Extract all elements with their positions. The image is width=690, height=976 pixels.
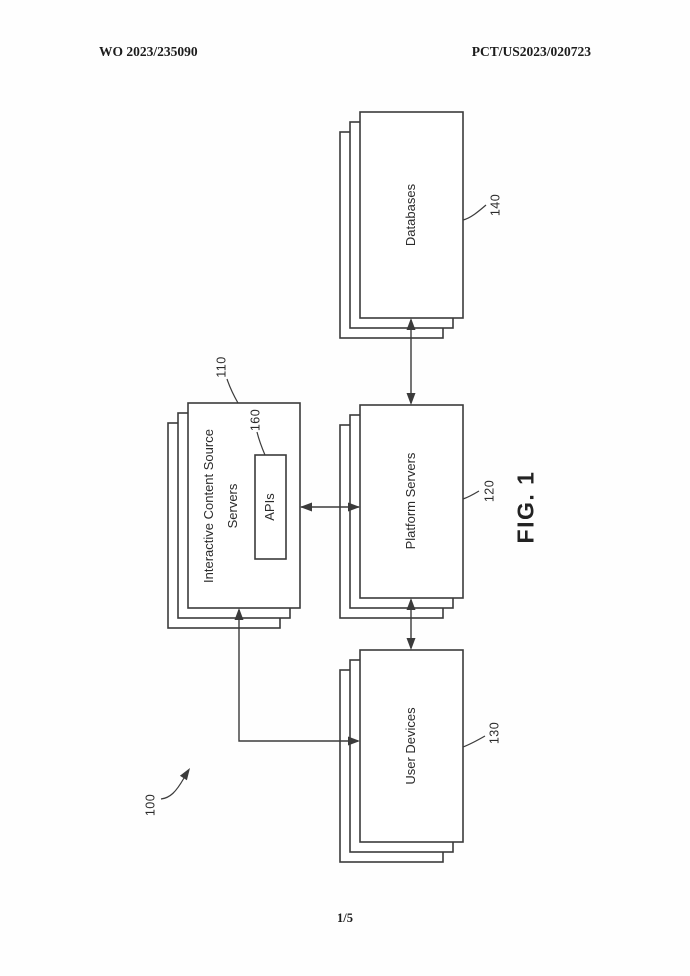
arrowhead-right	[348, 736, 360, 746]
leader-line-130	[462, 735, 486, 748]
ref-numeral-160: 160	[248, 408, 263, 432]
stack-box-front	[359, 649, 464, 843]
sheet-number: 1/5	[337, 911, 353, 925]
stack-box-front	[359, 404, 464, 599]
ref-numeral-140: 140	[488, 193, 503, 217]
arrowhead-left	[300, 502, 312, 512]
platform-servers-label: Platform Servers	[402, 452, 418, 550]
databases-label: Databases	[402, 183, 418, 247]
leader-line-160	[256, 431, 266, 456]
system-reference-arrow	[160, 768, 190, 800]
connector-ics-user	[234, 608, 360, 746]
application-number: PCT/US2023/020723	[471, 44, 591, 59]
stack-box-front	[359, 111, 464, 319]
leader-line-120	[462, 490, 480, 500]
leader-line-110	[226, 378, 239, 404]
apis-box	[254, 454, 287, 560]
page-header: WO 2023/235090 PCT/US2023/020723	[0, 44, 690, 62]
arrowhead-northeast	[179, 768, 190, 781]
leader-line-140	[462, 204, 487, 221]
arrowhead-up	[406, 318, 416, 330]
connector-databases-platform	[406, 318, 416, 405]
ics-servers-stack	[167, 402, 301, 629]
arrowhead-up	[234, 608, 244, 620]
ref-numeral-100: 100	[143, 793, 158, 817]
ics-servers-label: Interactive Content Source Servers	[200, 429, 240, 583]
databases-stack	[339, 111, 464, 339]
arrowhead-down	[406, 393, 416, 405]
arrowhead-right	[348, 502, 360, 512]
connector-platform-user	[406, 598, 416, 650]
connector-ics-platform	[300, 502, 360, 512]
user-devices-label: User Devices	[402, 707, 418, 785]
user-devices-stack	[339, 649, 464, 863]
ref-numeral-120: 120	[482, 479, 497, 503]
arrowhead-down	[406, 638, 416, 650]
arrowhead-up	[406, 598, 416, 610]
platform-servers-stack	[339, 404, 464, 619]
apis-label: APIs	[261, 493, 277, 521]
ref-numeral-110: 110	[214, 356, 229, 378]
ref-numeral-130: 130	[487, 721, 502, 745]
figure-label: FIG. 1	[512, 470, 539, 544]
publication-number: WO 2023/235090	[99, 44, 198, 59]
